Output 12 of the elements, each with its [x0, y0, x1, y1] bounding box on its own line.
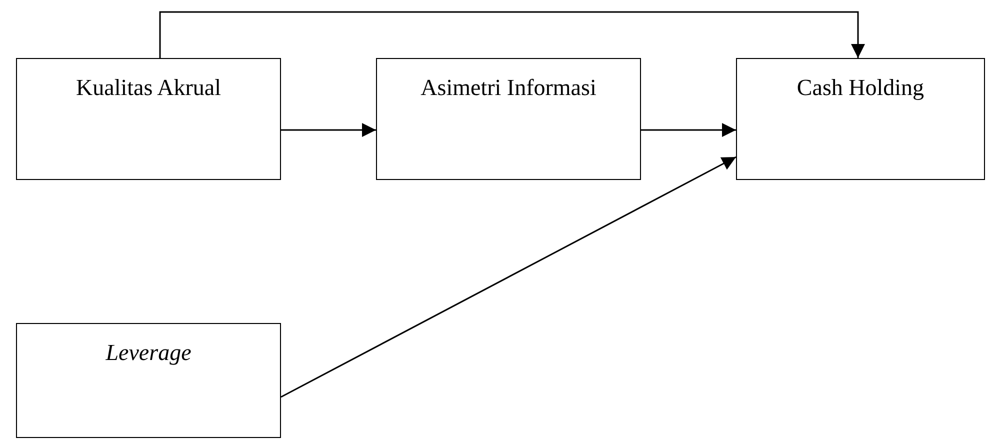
- variable-box: [16, 323, 281, 438]
- arrow: [281, 123, 376, 137]
- arrow: [280, 156, 736, 398]
- variable-box: [16, 58, 281, 180]
- variable-label: Cash Holding: [796, 74, 924, 102]
- variable-box: [736, 58, 985, 180]
- variable-label: Kualitas Akrual: [76, 74, 221, 102]
- variable-label: Leverage: [106, 339, 192, 367]
- arrow: [641, 123, 736, 137]
- arrow: [159, 11, 865, 58]
- variable-box: [376, 58, 641, 180]
- variable-label: Asimetri Informasi: [420, 74, 596, 102]
